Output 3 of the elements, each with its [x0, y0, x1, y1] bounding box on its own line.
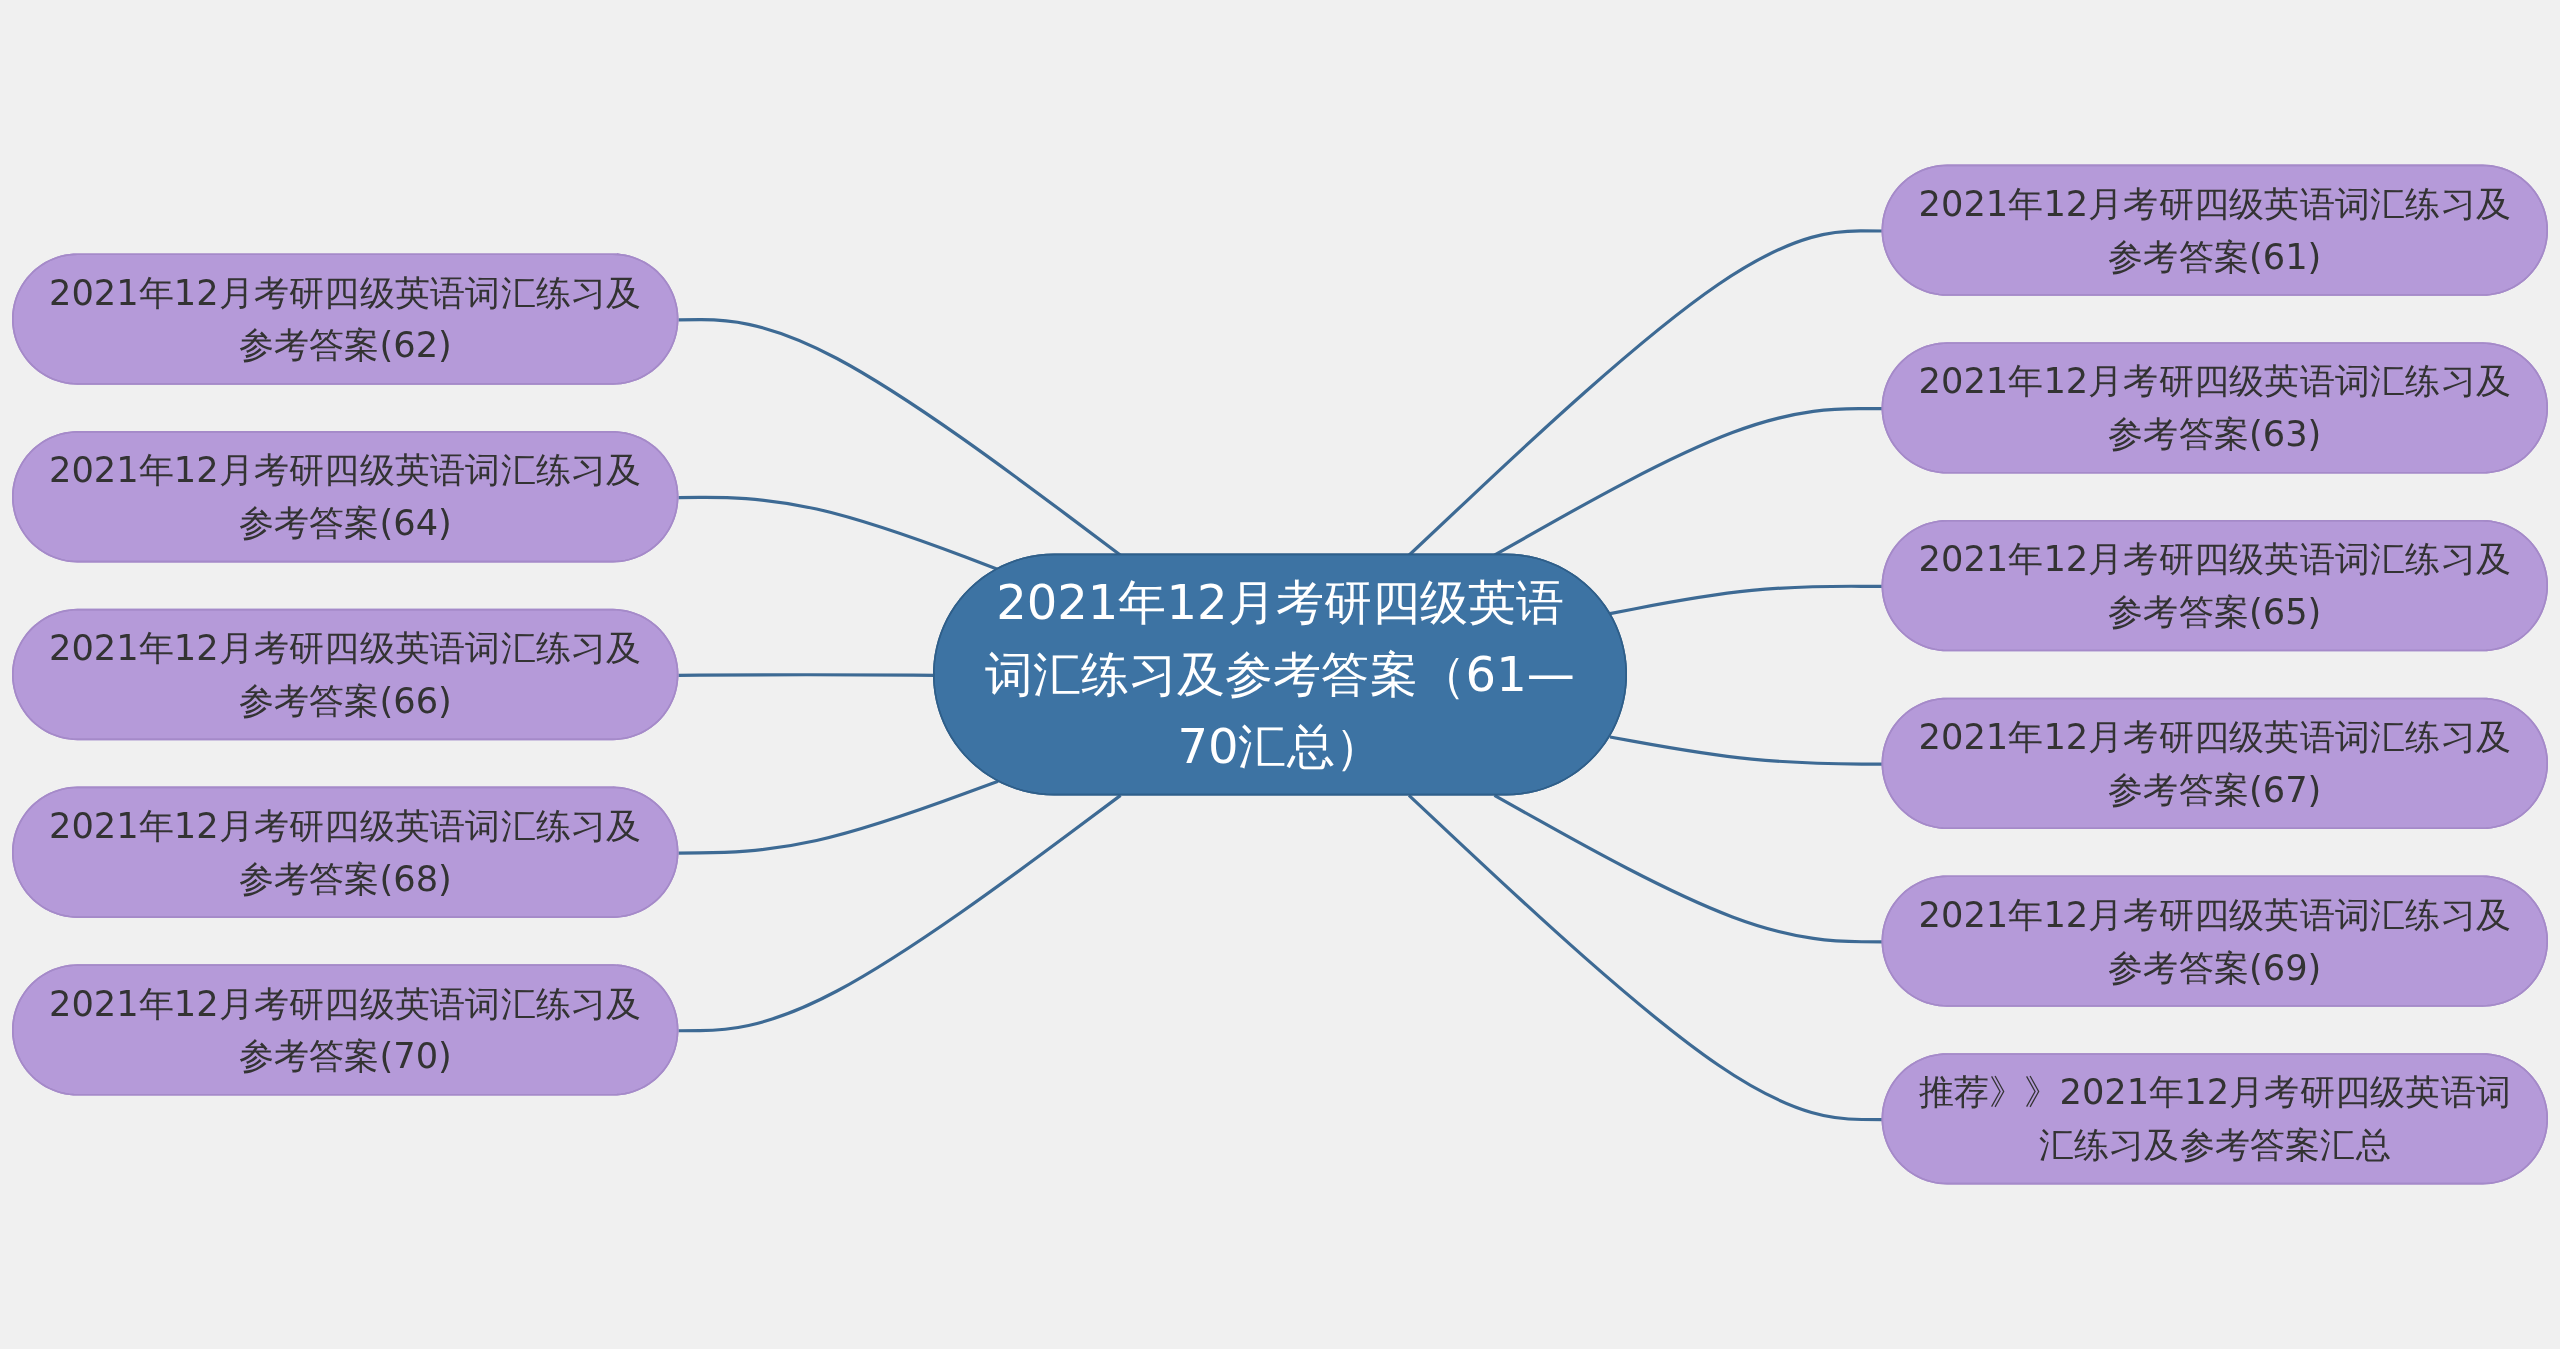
connector: [678, 779, 999, 855]
connector: [678, 495, 999, 571]
connector: [678, 794, 1122, 1033]
